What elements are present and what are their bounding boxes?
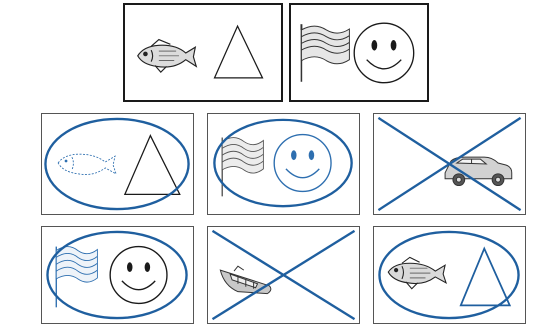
boat-icon [220, 266, 271, 293]
triangle-icon [215, 26, 263, 78]
option-card-6[interactable] [373, 226, 526, 324]
flag-icon [222, 138, 263, 197]
triangle-icon [125, 136, 180, 195]
option-card-drawing [374, 227, 525, 323]
smiley-face-icon [354, 23, 413, 82]
sample-card-flag-smiley [289, 3, 429, 102]
option-card-2[interactable] [207, 113, 360, 215]
flag-icon [56, 247, 97, 308]
triangle-icon [461, 249, 510, 306]
sample-card-fish-triangle [123, 3, 283, 102]
option-card-4[interactable] [41, 226, 194, 324]
option-card-5[interactable] [207, 226, 360, 324]
option-card-drawing [208, 227, 359, 323]
option-card-drawing [42, 114, 193, 214]
sample-card-drawing [125, 5, 281, 100]
option-card-1[interactable] [41, 113, 194, 215]
fish-icon [138, 40, 197, 73]
smiley-face-icon [110, 247, 167, 304]
sample-card-drawing [291, 5, 427, 100]
smiley-face-icon [274, 135, 331, 192]
circle-selection-mark [45, 119, 188, 209]
fish-icon [388, 257, 446, 288]
flag-icon [301, 24, 349, 82]
option-card-drawing [42, 227, 193, 323]
fish-icon [58, 154, 116, 174]
option-card-drawing [374, 114, 525, 214]
option-card-3[interactable] [373, 113, 526, 215]
option-card-drawing [208, 114, 359, 214]
